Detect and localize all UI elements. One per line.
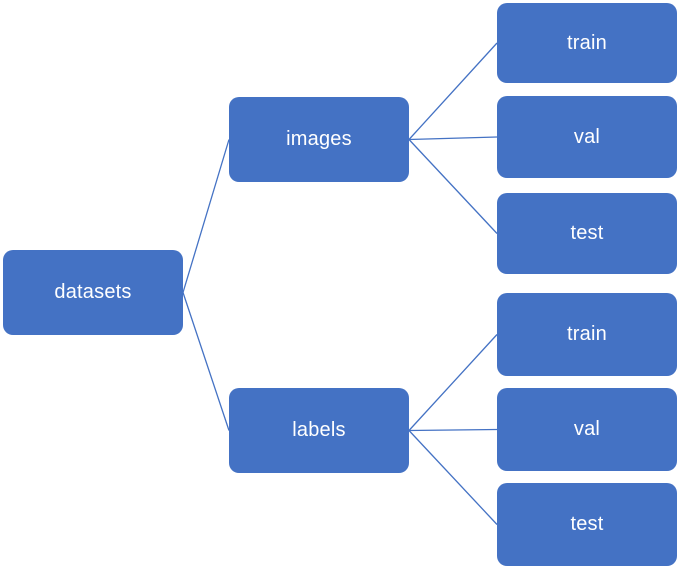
connector-datasets-images [182,139,230,293]
connector-labels-test [408,430,498,525]
node-images: images [229,97,409,182]
connector-images-train [408,42,498,140]
connector-images-test [408,139,498,234]
node-datasets: datasets [3,250,183,335]
node-labels-train: train [497,293,677,376]
connector-labels-val [408,428,498,432]
node-images-train: train [497,3,677,83]
node-images-test: test [497,193,677,274]
connector-datasets-labels [182,292,230,431]
node-images-val: val [497,96,677,178]
connector-images-val [408,136,498,141]
node-labels-val: val [497,388,677,471]
connector-labels-train [408,334,498,431]
node-labels-test: test [497,483,677,566]
node-labels: labels [229,388,409,473]
